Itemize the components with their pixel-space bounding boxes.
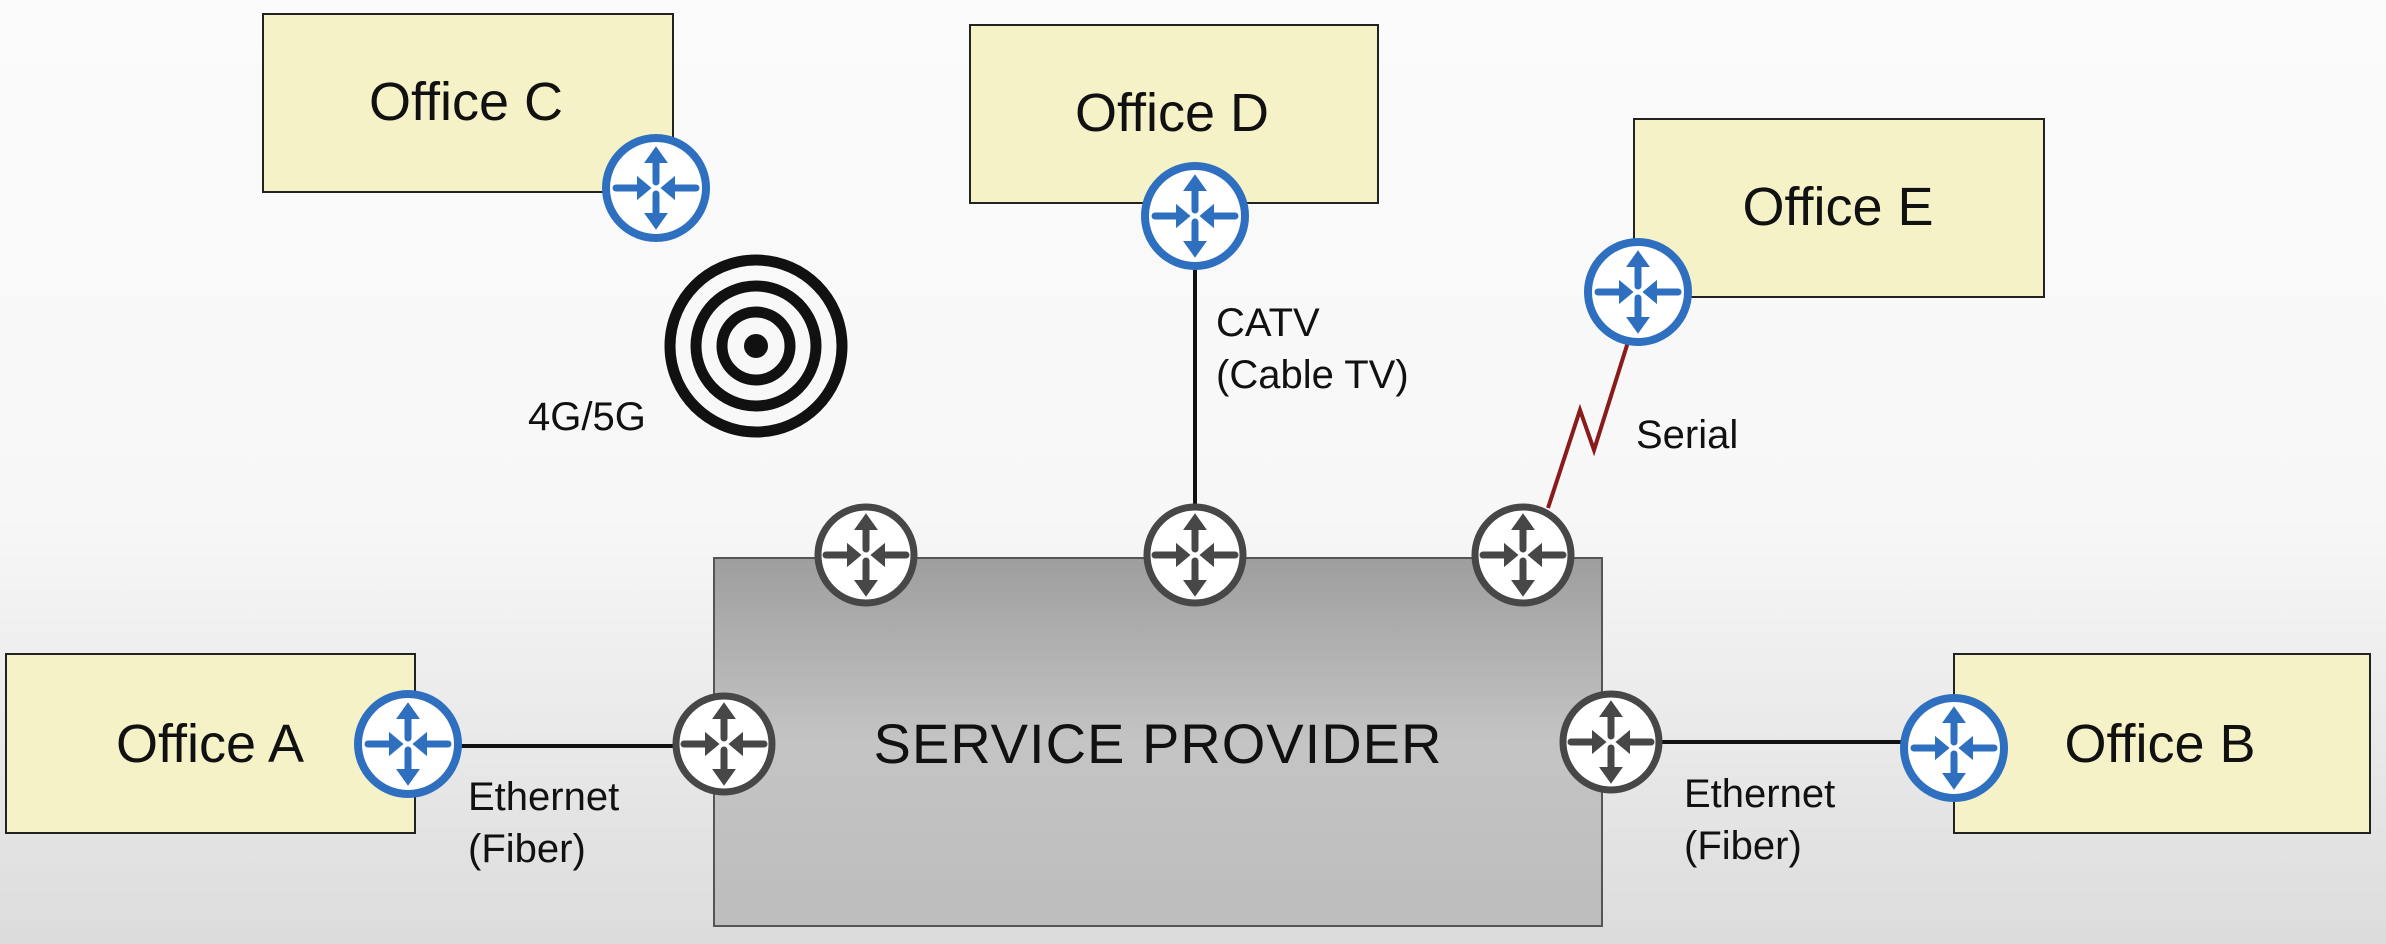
office-c-box xyxy=(262,13,674,193)
office-a-router-icon xyxy=(358,694,458,794)
wireless-signal-icon xyxy=(664,254,848,438)
link-d-label-line1: CATV xyxy=(1216,301,1320,345)
provider-router-top-right-icon xyxy=(1475,507,1571,603)
office-b-box xyxy=(1953,653,2371,834)
provider-router-left-icon xyxy=(676,696,772,792)
link-e-label: Serial xyxy=(1636,413,1738,457)
service-provider-label: SERVICE PROVIDER xyxy=(874,712,1443,775)
office-e-box xyxy=(1633,118,2045,298)
link-b-label-line2: (Fiber) xyxy=(1684,824,1802,868)
office-b-router-icon xyxy=(1904,698,2004,798)
link-c-label: 4G/5G xyxy=(528,395,646,439)
provider-router-right-icon xyxy=(1563,694,1659,790)
office-a-label: Office A xyxy=(116,714,304,774)
office-e-label: Office E xyxy=(1742,177,1933,237)
link-d-label-line2: (Cable TV) xyxy=(1216,353,1409,397)
provider-router-top-left-icon xyxy=(818,507,914,603)
link-e-serial-line xyxy=(1546,341,1630,509)
office-c-router-icon xyxy=(606,138,706,238)
provider-router-top-center-icon xyxy=(1147,507,1243,603)
office-d-router-icon xyxy=(1145,166,1245,266)
office-c-label: Office C xyxy=(369,72,563,132)
office-a-box xyxy=(5,653,416,834)
office-d-label: Office D xyxy=(1075,83,1269,143)
service-provider-box xyxy=(713,557,1603,927)
link-a-label-line1: Ethernet xyxy=(468,775,619,819)
office-d-box xyxy=(969,24,1379,204)
office-b-label: Office B xyxy=(2064,714,2255,774)
office-e-router-icon xyxy=(1588,242,1688,342)
link-b-label-line1: Ethernet xyxy=(1684,772,1835,816)
link-a-label-line2: (Fiber) xyxy=(468,827,586,871)
